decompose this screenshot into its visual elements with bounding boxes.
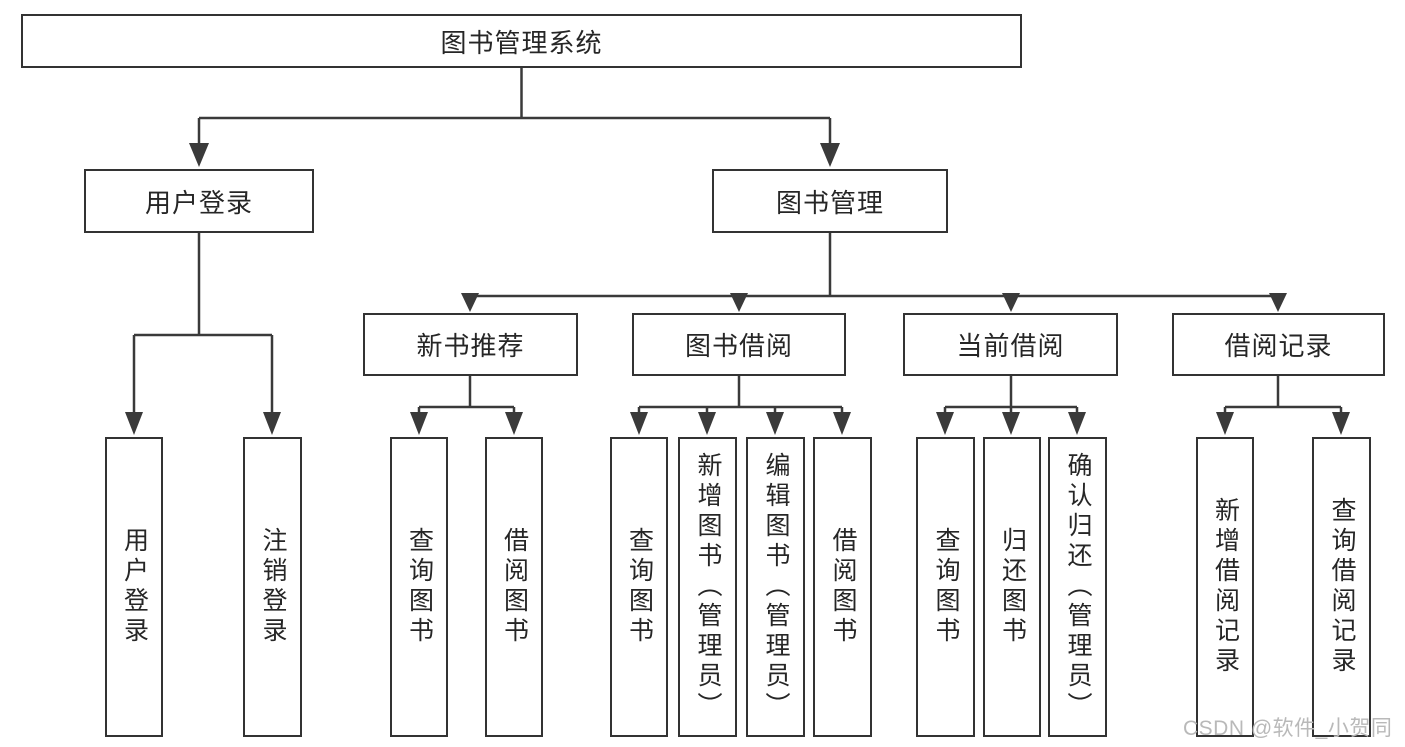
node-book-borrowing: 图书借阅: [632, 313, 846, 376]
node-new-book-recommend: 新书推荐: [363, 313, 578, 376]
node-book-management: 图书管理: [712, 169, 948, 233]
node-leaf-add-books-admin: 新增图书（管理员）: [678, 437, 737, 737]
node-leaf-confirm-return-admin: 确认归还（管理员）: [1048, 437, 1107, 737]
node-current-borrowing: 当前借阅: [903, 313, 1118, 376]
node-leaf-logout: 注销登录: [243, 437, 302, 737]
node-leaf-query-books-current: 查询图书: [916, 437, 975, 737]
node-leaf-edit-books-admin: 编辑图书（管理员）: [746, 437, 805, 737]
node-user-login: 用户登录: [84, 169, 314, 233]
node-leaf-user-login: 用户登录: [105, 437, 163, 737]
node-leaf-return-books: 归还图书: [983, 437, 1041, 737]
node-borrowing-records: 借阅记录: [1172, 313, 1385, 376]
node-leaf-borrow-books-recommend: 借阅图书: [485, 437, 543, 737]
watermark: CSDN @软件_小贺同学: [1183, 717, 1393, 740]
node-leaf-borrow-books: 借阅图书: [813, 437, 872, 737]
node-leaf-query-books-borrowing: 查询图书: [610, 437, 668, 737]
node-root: 图书管理系统: [21, 14, 1022, 68]
node-leaf-add-borrow-record: 新增借阅记录: [1196, 437, 1254, 737]
node-leaf-query-books-recommend: 查询图书: [390, 437, 448, 737]
node-leaf-query-borrow-record: 查询借阅记录: [1312, 437, 1371, 737]
